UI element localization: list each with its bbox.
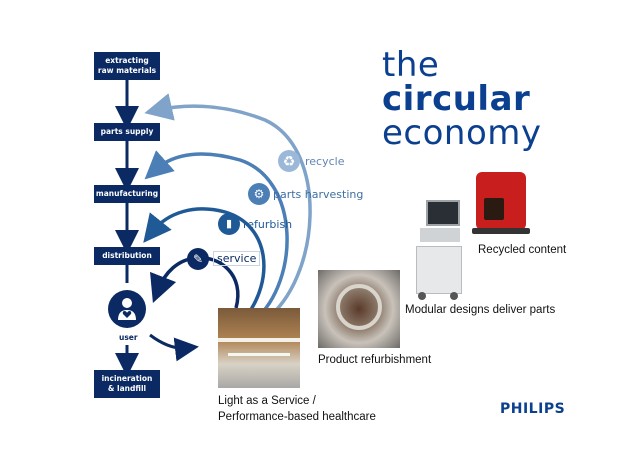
step-label-line2: raw materials — [97, 66, 157, 75]
recycle-icon: ♻ — [278, 150, 300, 172]
parts-harvesting-loop-arrow — [144, 150, 289, 322]
service-label: service — [213, 251, 261, 266]
philips-logo: PHILIPS — [500, 401, 566, 417]
step-label: distribution — [102, 251, 152, 260]
parts-harvesting-label: parts harvesting — [273, 188, 364, 201]
caption-light-as-a-service: Light as a Service / Performance-based h… — [218, 393, 376, 425]
step-extracting-raw-materials: extracting raw materials — [94, 52, 160, 80]
step-manufacturing: manufacturing — [94, 185, 160, 203]
step-parts-supply: parts supply — [94, 123, 160, 141]
refurbishment-photo — [318, 270, 400, 348]
coffee-machine-photo — [470, 168, 532, 236]
recycle-loop-arrow — [144, 93, 312, 322]
user-to-service-arrow — [149, 333, 199, 362]
step-label: parts supply — [100, 127, 154, 136]
refurbish-icon: ▮ — [218, 213, 240, 235]
slide-title: the circular economy — [382, 48, 542, 150]
user-node — [108, 290, 146, 328]
user-heart-icon — [118, 298, 136, 320]
recycle-label: recycle — [305, 155, 345, 168]
step-label-line1: extracting — [105, 56, 149, 65]
refurbish-label: refurbish — [243, 218, 293, 231]
title-line-1: the — [382, 45, 440, 85]
ultrasound-machine-photo — [408, 198, 468, 302]
service-wrench-icon: ✎ — [187, 248, 209, 270]
caption-modular-designs: Modular designs deliver parts — [405, 304, 556, 316]
step-incineration-landfill: incineration & landfill — [94, 370, 160, 398]
caption-line-2: Performance-based healthcare — [218, 411, 376, 423]
caption-line-1: Light as a Service / — [218, 395, 316, 407]
led-lighting-photo — [218, 308, 300, 388]
step-label: manufacturing — [95, 189, 159, 198]
step-label-line1: incineration — [101, 374, 153, 383]
title-line-2: circular — [382, 79, 531, 119]
user-label: user — [119, 333, 138, 342]
parts-harvesting-icon: ⚙ — [248, 183, 270, 205]
title-line-3: economy — [382, 113, 542, 153]
caption-product-refurbishment: Product refurbishment — [318, 354, 432, 366]
step-distribution: distribution — [94, 247, 160, 265]
step-label-line2: & landfill — [107, 384, 147, 393]
caption-recycled-content: Recycled content — [478, 244, 567, 256]
